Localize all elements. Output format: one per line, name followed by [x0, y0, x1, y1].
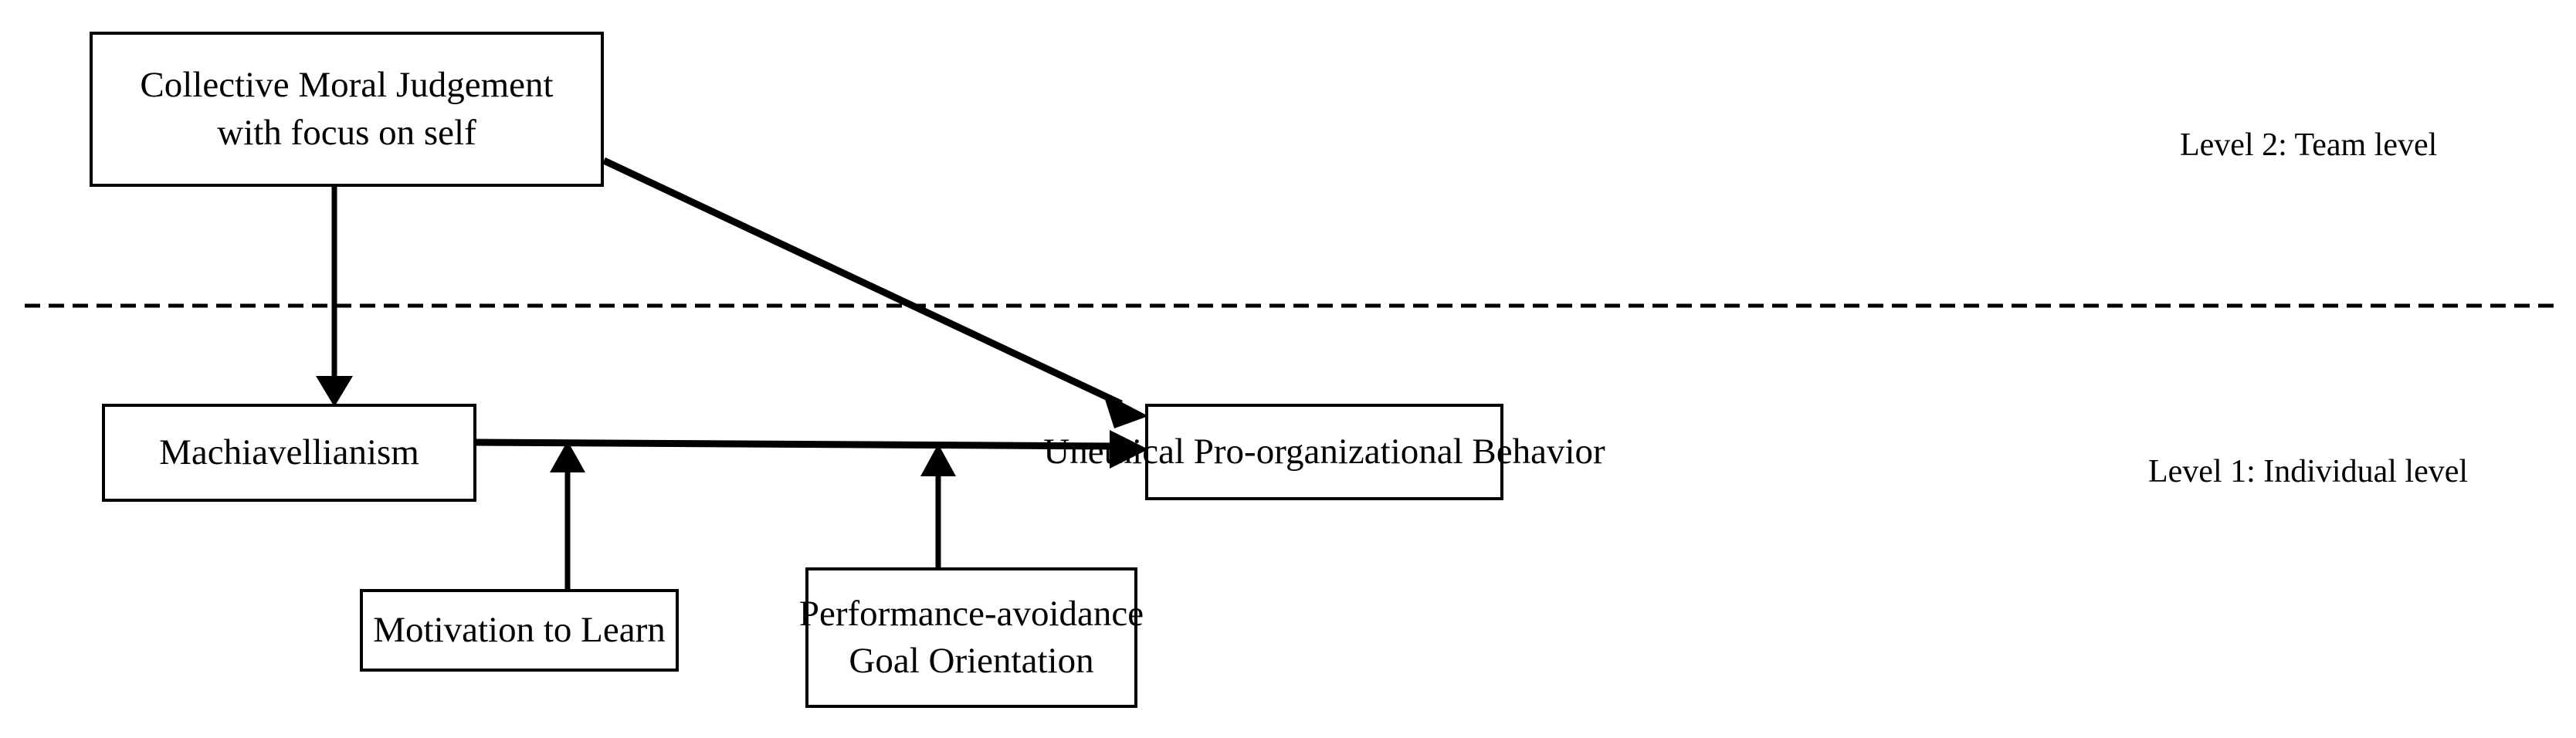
edge-cmj-to-upb: [602, 157, 1148, 428]
node-pago-line-2: Goal Orientation: [849, 641, 1094, 681]
edge-motivation-to-learn-moderator: [550, 441, 585, 589]
node-mtl-line-1: Motivation to Learn: [373, 609, 666, 650]
node-mach-line-1: Machiavellianism: [159, 432, 419, 472]
level-label-team: Level 2: Team level: [2180, 127, 2438, 163]
level-label-individual: Level 1: Individual level: [2148, 454, 2469, 489]
node-performance-avoidance-goal-orientation[interactable]: Performance-avoidance Goal Orientation: [799, 567, 1144, 708]
edge-performance-avoidance-moderator: [920, 444, 956, 567]
node-upb-line-1: Unethical Pro-organizational Behavior: [1043, 431, 1605, 472]
node-collective-moral-judgement[interactable]: Collective Moral Judgement with focus on…: [90, 32, 604, 187]
node-motivation-to-learn[interactable]: Motivation to Learn: [360, 589, 679, 672]
edge-cmj-to-machiavellianism: [316, 187, 353, 407]
node-cmj-line-1: Collective Moral Judgement: [140, 65, 554, 106]
node-pago-line-1: Performance-avoidance: [798, 593, 1144, 634]
node-machiavellianism[interactable]: Machiavellianism: [102, 404, 476, 502]
node-unethical-pro-organizational-behavior[interactable]: Unethical Pro-organizational Behavior: [1043, 404, 1605, 500]
node-cmj-line-2: with focus on self: [217, 112, 476, 153]
